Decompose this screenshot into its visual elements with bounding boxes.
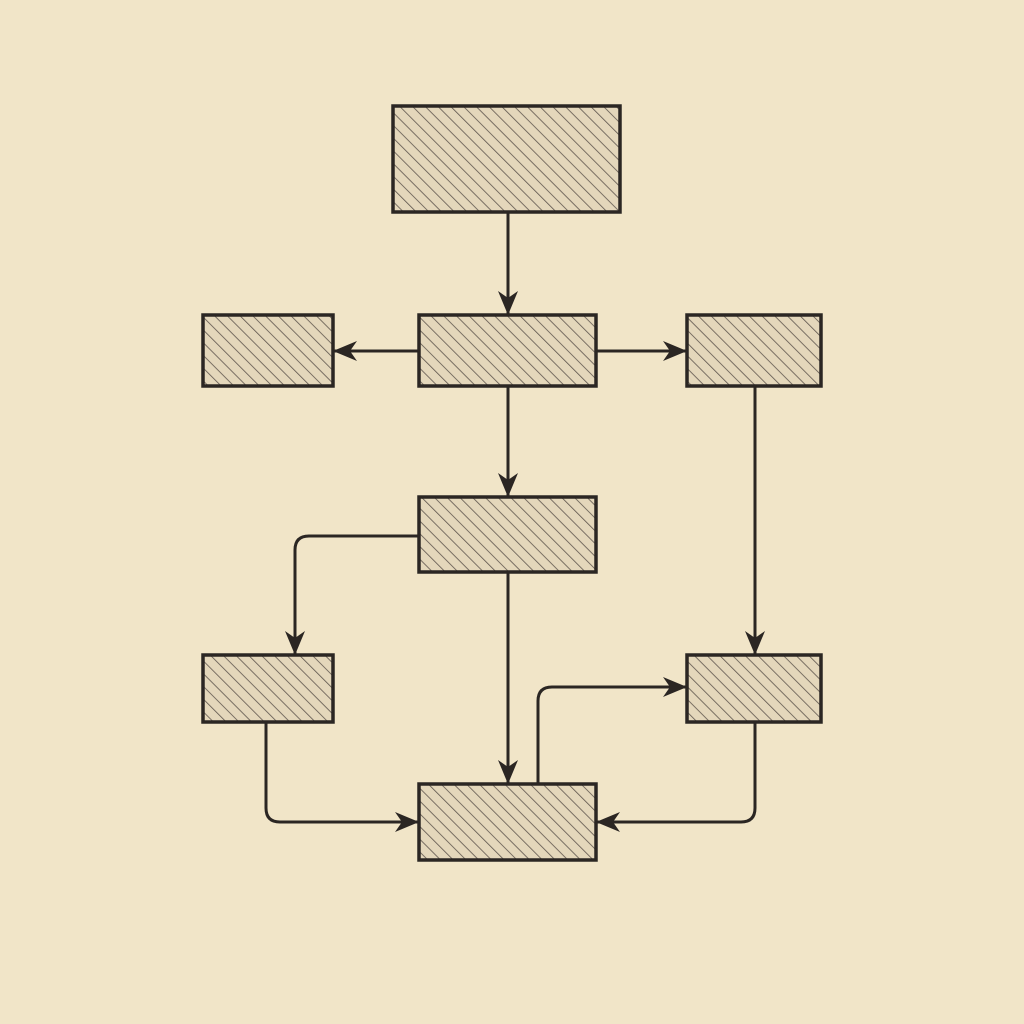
- node-box-n2: [201, 313, 335, 388]
- nodes-layer: [201, 104, 823, 862]
- arrow-n7-to-n8: [596, 720, 757, 832]
- node-box-n3: [417, 313, 598, 388]
- node-box-n5: [417, 495, 598, 574]
- edges-layer: [264, 210, 765, 832]
- node-box-n8: [417, 782, 598, 862]
- arrow-n8-to-n7: [536, 677, 687, 786]
- node-box-n4: [685, 313, 823, 388]
- node-box-n7: [685, 653, 823, 724]
- arrow-n6-to-n8: [264, 720, 419, 832]
- node-box-n6: [201, 653, 335, 724]
- arrow-n5-to-n6: [285, 534, 421, 655]
- node-box-n1: [391, 104, 622, 214]
